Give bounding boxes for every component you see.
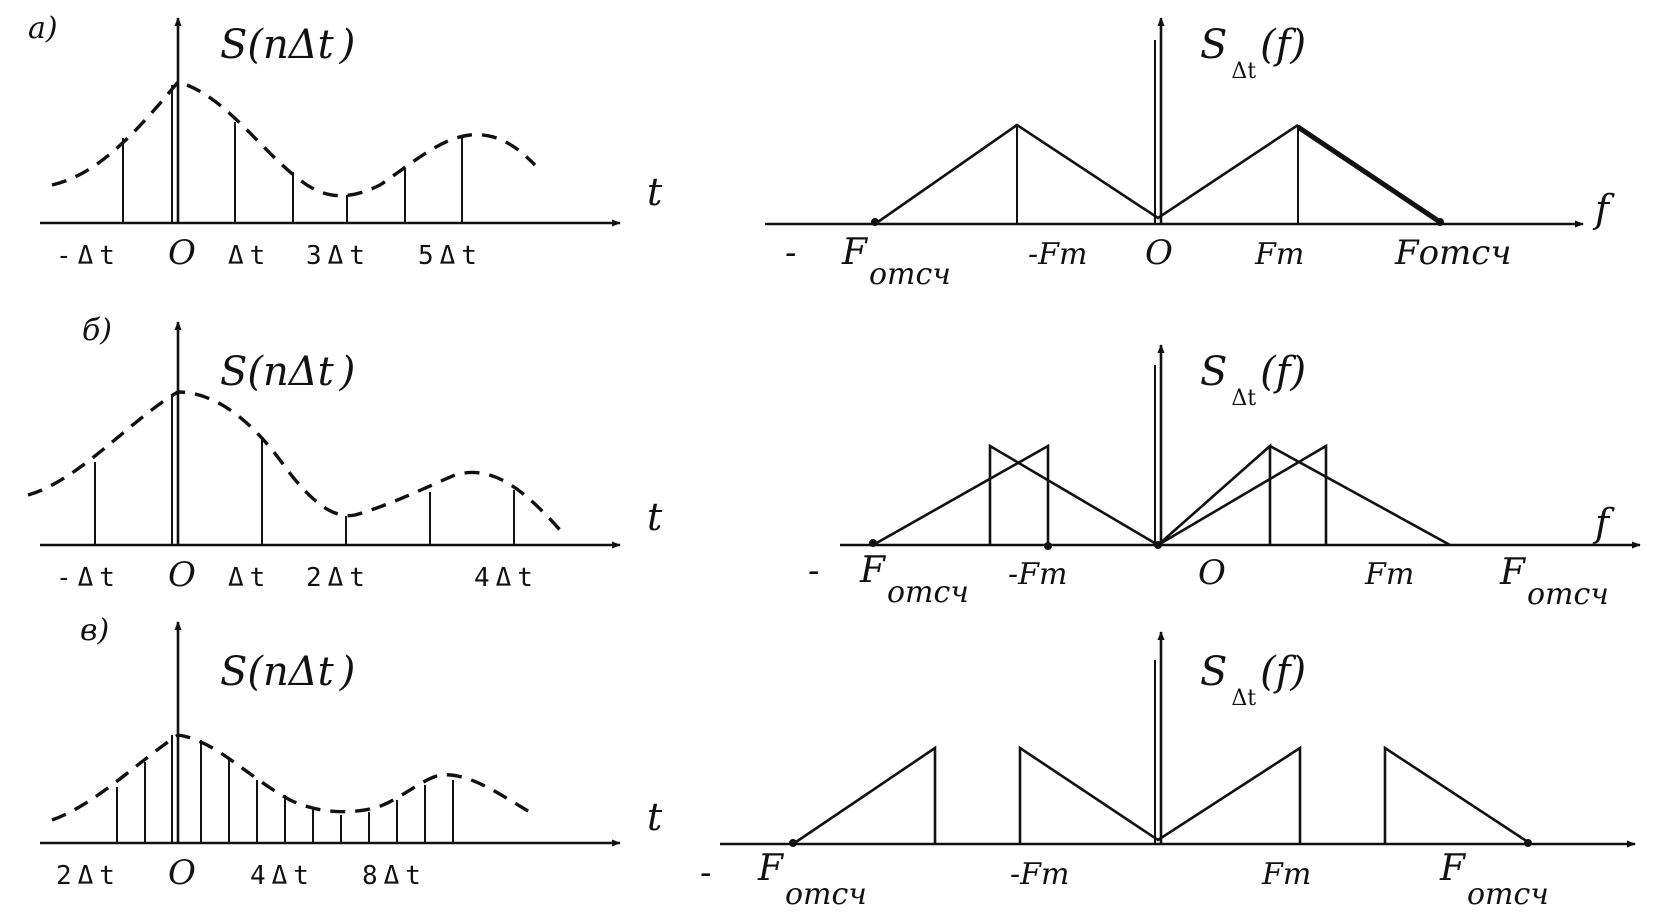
panel-c-tick-label: 8Δt — [362, 861, 427, 891]
panel-c-spectrum-plot: SΔt(f) - Fотсч -Fm Fm Fотсч — [700, 631, 1636, 912]
panel-a-spectrum-node — [1436, 218, 1444, 226]
panel-a-tick-label: 5Δt — [418, 241, 483, 271]
panel-b-tick-label: 2Δt — [306, 563, 371, 593]
panel-a-f-label: f — [1592, 187, 1615, 231]
panel-b-spectrum-plot: SΔt(f) f - Fотсч -Fm O Fm Fотсч — [808, 344, 1641, 612]
panel-c-neg-fs-label: Fотсч — [757, 848, 867, 912]
panel-c: в) S(nΔt) t 2Δt O 4Δt 8Δt — [40, 613, 1636, 912]
panel-c-spectrum-node — [1524, 839, 1532, 847]
panel-b-neg-fm-label: -Fm — [1008, 557, 1067, 592]
panel-a-spectrum-node — [871, 218, 879, 226]
panel-c-spectrum-node — [789, 839, 797, 847]
panel-b-neg-fs-label: Fотсч — [859, 550, 969, 610]
panel-c-spectrum-segment — [792, 745, 937, 846]
panel-c-spectrum-segment — [1018, 745, 1302, 844]
panel-a-tick-label: -Δt — [56, 241, 121, 271]
panel-a-neg-sign: - — [785, 233, 797, 273]
panel-c-time-title: S(nΔt) — [220, 649, 355, 695]
panel-c-neg-sign: - — [700, 853, 712, 893]
panel-b-f-label: f — [1592, 501, 1615, 545]
panel-a-t-label: t — [647, 170, 663, 214]
panel-b-tick-label: 4Δt — [474, 563, 539, 593]
panel-b-pos-fs-label: Fотсч — [1499, 552, 1609, 612]
panel-c-envelope — [51, 733, 536, 822]
panel-a-envelope — [51, 80, 537, 198]
panel-a-neg-fs-label: Fотсч — [841, 232, 951, 292]
panel-a-neg-fm-label: -Fm — [1028, 237, 1087, 272]
panel-c-tick-label: 4Δt — [250, 861, 315, 891]
panel-b-spectrum-node — [1154, 541, 1162, 549]
panel-b-spectrum-title: SΔt(f) — [1200, 349, 1306, 411]
panel-c-time-plot: S(nΔt) t 2Δt O 4Δt 8Δt — [40, 621, 663, 893]
panel-a-label: а) — [28, 11, 58, 46]
panel-c-label: в) — [80, 613, 109, 648]
panel-a-spectrum-falling-edge — [1296, 124, 1442, 225]
panel-a-tick-label: 3Δt — [306, 241, 371, 271]
panel-a-tick-label: O — [168, 233, 196, 273]
panel-a-pos-fs-label: Fотсч — [1394, 233, 1512, 273]
panel-a-time-title: S(nΔt) — [220, 22, 355, 68]
panel-c-t-label: t — [647, 795, 663, 839]
panel-b-spectrum-node — [869, 539, 877, 547]
panel-b-tick-label: O — [168, 555, 196, 595]
panel-a-spectrum-plot: SΔt(f) f - Fотсч -Fm O Fm Fотсч — [765, 17, 1615, 292]
panel-a-tick-label: Δt — [228, 241, 271, 271]
panel-a-spectrum-triangles — [874, 123, 1299, 226]
panel-b-envelope — [27, 390, 562, 532]
panel-a-origin-label: O — [1145, 233, 1173, 273]
panel-c-pos-fm-label: Fm — [1261, 857, 1311, 892]
panel-b-spectrum-triangle — [1157, 443, 1272, 546]
panel-c-pos-fs-label: Fотсч — [1439, 848, 1549, 912]
panel-b-origin-label: O — [1198, 553, 1226, 593]
panel-a-time-plot: S(nΔt) t -Δt O Δt 3Δt 5Δt — [40, 17, 663, 273]
panel-c-spectrum-title: SΔt(f) — [1200, 649, 1306, 711]
panel-b-tick-label: Δt — [228, 563, 271, 593]
panel-b-spectrum-triangle — [872, 443, 1050, 547]
panel-b-neg-sign: - — [808, 551, 820, 591]
panel-a-pos-fm-label: Fm — [1254, 237, 1304, 272]
panel-c-spectrum-segment — [1383, 745, 1529, 844]
panel-c-neg-fm-label: -Fm — [1010, 857, 1069, 892]
panel-a: а) S(nΔt) t -Δt O Δt 3Δt 5Δt — [28, 11, 1615, 292]
panel-b-spectrum-node — [1044, 542, 1052, 550]
panel-c-tick-label: 2Δt — [56, 861, 121, 891]
panel-b-time-title: S(nΔt) — [220, 349, 355, 395]
panel-b-label: б) — [82, 313, 112, 348]
panel-b-pos-fm-label: Fm — [1364, 557, 1414, 592]
panel-b-spectrum-triangle — [988, 443, 1328, 547]
panel-b-spectrum-edge — [1269, 444, 1451, 547]
panel-b-time-plot: S(nΔt) t -Δt O Δt 2Δt 4Δt — [27, 321, 663, 595]
panel-b-t-label: t — [647, 495, 663, 539]
panel-b-tick-label: -Δt — [56, 563, 121, 593]
panel-a-spectrum-title: SΔt(f) — [1200, 22, 1306, 84]
panel-b: б) S(nΔt) t -Δt O Δt 2Δt 4Δt — [27, 313, 1641, 612]
panel-c-tick-label: O — [168, 853, 196, 893]
